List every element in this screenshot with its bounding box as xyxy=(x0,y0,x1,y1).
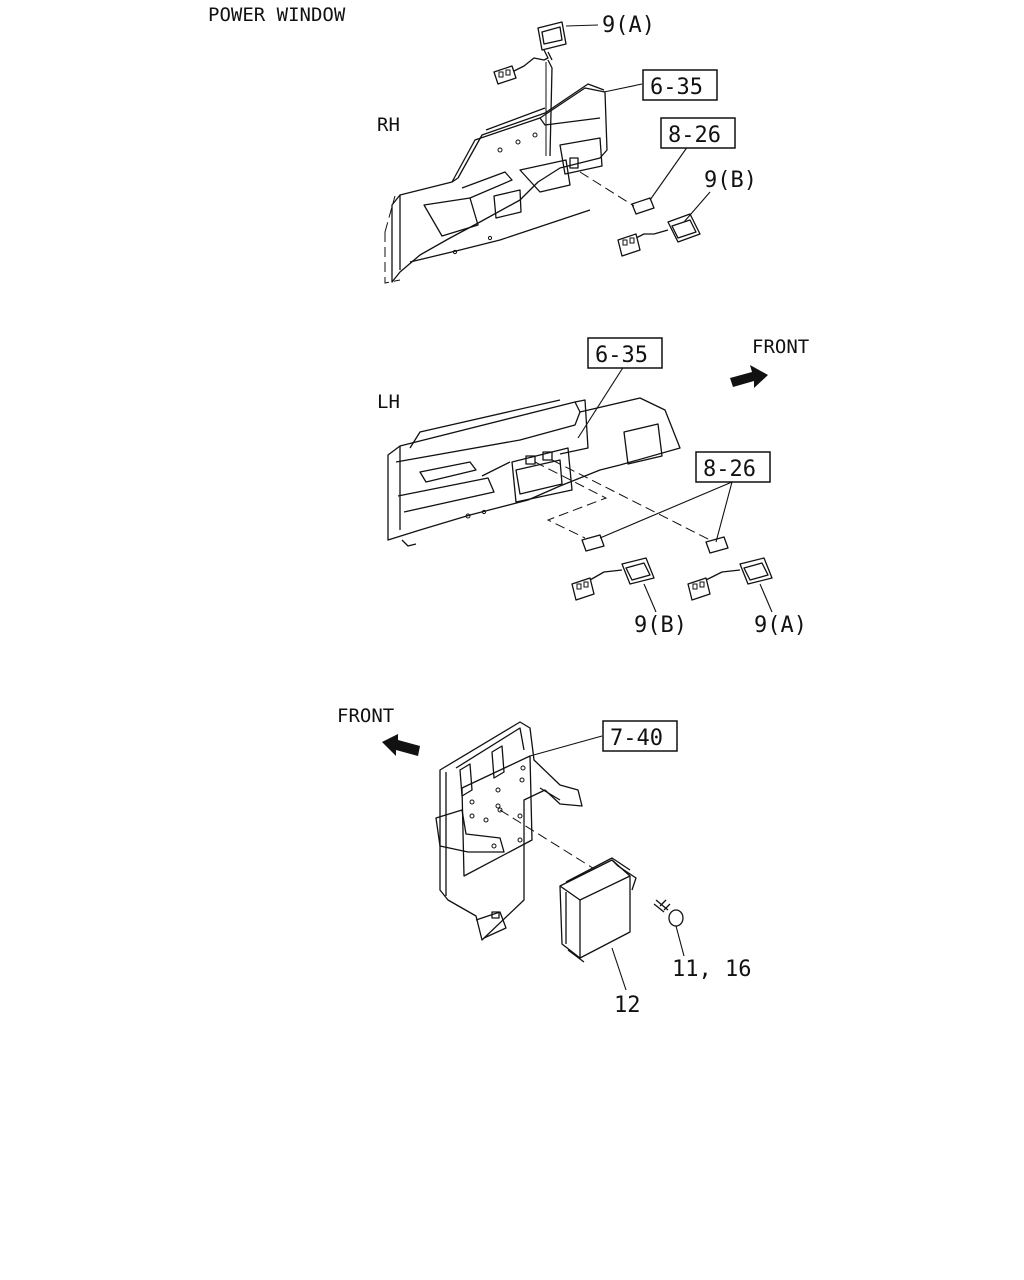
rh-callout-9b: 9(B) xyxy=(704,168,757,193)
rh-clip-8-26 xyxy=(631,197,655,215)
relay-front-arrow-icon xyxy=(382,734,420,756)
relay-12 xyxy=(559,857,637,963)
relay-callout-12: 12 xyxy=(614,993,641,1018)
lh-ref-box-8-26 xyxy=(695,451,771,483)
lh-callout-9a: 9(A) xyxy=(754,613,807,638)
rh-ref-box-6-35 xyxy=(642,69,718,101)
lh-clip-left-8-26 xyxy=(581,534,605,552)
lh-ref-6-35: 6-35 xyxy=(595,343,648,368)
diagram-title: POWER WINDOW xyxy=(208,4,346,26)
lh-side-label: LH xyxy=(377,391,400,413)
lh-door-trim-panel xyxy=(387,397,681,547)
screw-11-16 xyxy=(653,899,684,927)
lh-section: LH FRONT xyxy=(377,336,809,638)
lh-switch-9b xyxy=(571,557,655,601)
relay-bracket-7-40 xyxy=(435,721,583,941)
relay-ref-box-7-40 xyxy=(602,720,678,752)
rh-callout-9a: 9(A) xyxy=(602,13,655,38)
rh-door-trim-panel xyxy=(384,83,608,284)
relay-front-label: FRONT xyxy=(337,705,394,727)
rh-ref-8-26: 8-26 xyxy=(668,123,721,148)
lh-switch-9a xyxy=(687,557,773,601)
rh-side-label: RH xyxy=(377,114,400,136)
lh-ref-8-26: 8-26 xyxy=(703,457,756,482)
relay-section: FRONT xyxy=(337,705,751,1018)
lh-front-label: FRONT xyxy=(752,336,809,358)
rh-ref-box-8-26 xyxy=(660,117,736,149)
relay-callout-11-16: 11, 16 xyxy=(672,957,751,982)
lh-clip-right-8-26 xyxy=(705,536,729,554)
relay-ref-7-40: 7-40 xyxy=(610,726,663,751)
rh-switch-9b xyxy=(617,213,701,257)
rh-section: RH xyxy=(377,13,757,284)
lh-callout-9b: 9(B) xyxy=(634,613,687,638)
rh-ref-6-35: 6-35 xyxy=(650,75,703,100)
rh-switch-9a xyxy=(493,21,567,157)
lh-front-arrow-icon xyxy=(730,365,768,388)
lh-ref-box-6-35 xyxy=(587,337,663,369)
